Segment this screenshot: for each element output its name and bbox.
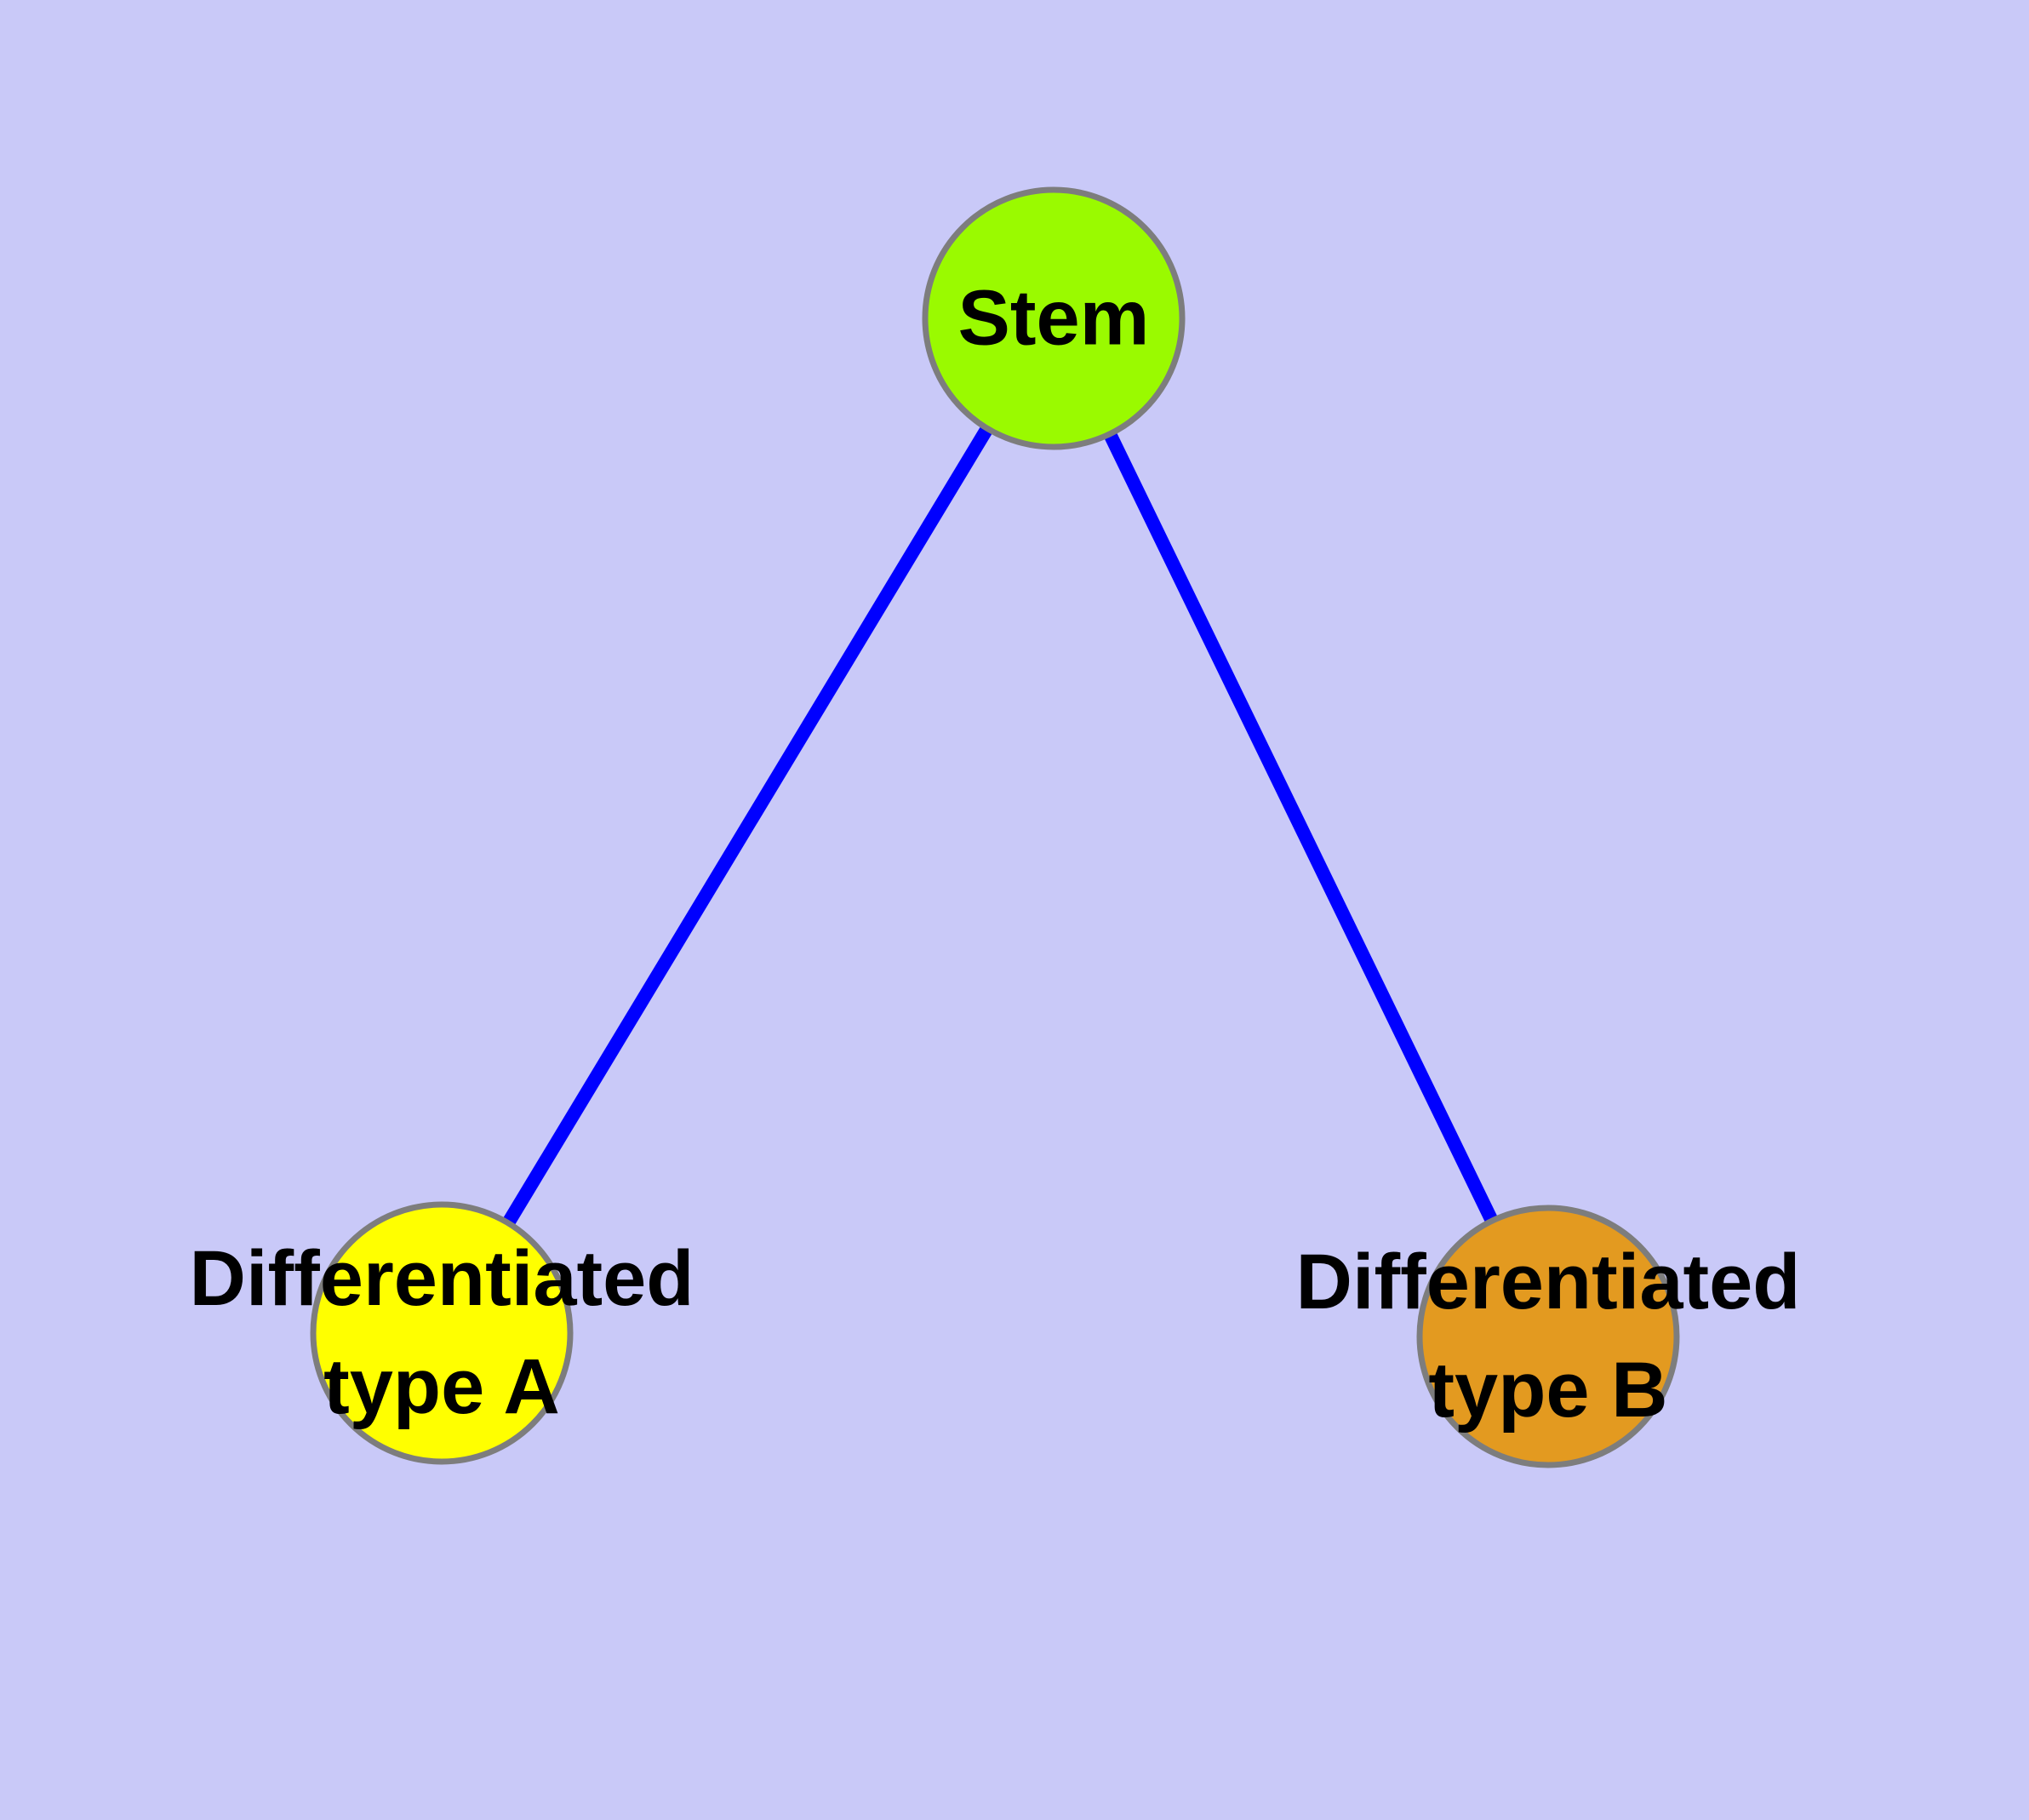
node-stem-label: Stem (958, 265, 1150, 373)
node-differentiated-type-b-label-line1: Differentiated (1295, 1239, 1801, 1325)
node-differentiated-type-b-circle (1416, 1205, 1680, 1468)
node-stem-circle (922, 186, 1186, 450)
node-differentiated-type-a-circle (310, 1201, 574, 1465)
node-differentiated-type-b-label: Differentiated type B (1296, 1228, 1801, 1445)
node-differentiated-type-a-label-line1: Differentiated (189, 1235, 694, 1322)
node-differentiated-type-a-label-line2: type A (323, 1343, 560, 1430)
node-stem-label-line1: Stem (957, 274, 1150, 362)
edge-stem-to-type-b (1047, 315, 1555, 1340)
node-differentiated-type-a-label: Differentiated type A (190, 1225, 694, 1441)
edge-stem-to-type-a (436, 314, 1060, 1337)
node-differentiated-type-b-label-line2: type B (1428, 1347, 1668, 1434)
